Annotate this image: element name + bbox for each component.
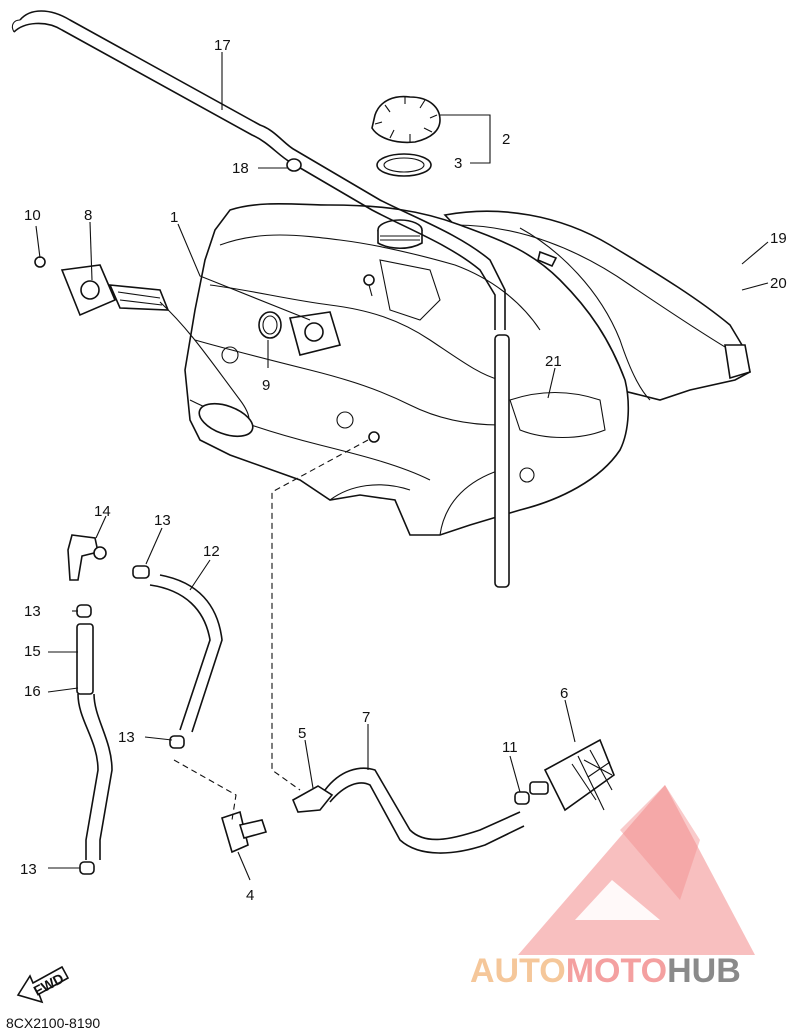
fuel-pump-unit: [34, 256, 282, 438]
callout-16: 16: [24, 683, 41, 700]
callout-3: 3: [454, 155, 462, 172]
callout-14: 14: [94, 503, 111, 520]
callout-13-d: 13: [20, 861, 37, 878]
watermark-hub: HUB: [667, 952, 741, 990]
fwd-arrow: FWD: [16, 965, 70, 1004]
callout-8: 8: [84, 207, 92, 224]
watermark-auto: AUTO: [470, 952, 566, 990]
diagram-code: 8CX2100-8190: [6, 1015, 100, 1031]
callout-20: 20: [770, 275, 787, 292]
callout-19: 19: [770, 230, 787, 247]
callout-12: 12: [203, 543, 220, 560]
callout-2: 2: [502, 131, 510, 148]
filler-cap: [371, 95, 441, 177]
watermark-brand: AUTOMOTOHUB: [470, 952, 741, 990]
callout-15: 15: [24, 643, 41, 660]
callout-labels: 17 2 3 18 10 8 1 19 20 9 21 14 13 12 13 …: [20, 37, 787, 904]
watermark-logo: [518, 785, 755, 955]
callout-13-c: 13: [118, 729, 135, 746]
callout-5: 5: [298, 725, 306, 742]
fuel-tank: [184, 202, 751, 536]
callout-21: 21: [545, 353, 562, 370]
callout-7: 7: [362, 709, 370, 726]
callout-1: 1: [170, 209, 178, 226]
leader-lines: [35, 52, 769, 881]
callout-17: 17: [214, 37, 231, 54]
breather-hose: [11, 10, 510, 588]
callout-4: 4: [246, 887, 254, 904]
watermark-moto: MOTO: [566, 952, 667, 990]
callout-11: 11: [502, 739, 518, 756]
callout-10: 10: [24, 207, 41, 224]
callout-6: 6: [560, 685, 568, 702]
callout-18: 18: [232, 160, 249, 177]
callout-9: 9: [262, 377, 270, 394]
callout-13-a: 13: [154, 512, 171, 529]
hoses-fittings: [67, 439, 615, 875]
callout-13-b: 13: [24, 603, 41, 620]
